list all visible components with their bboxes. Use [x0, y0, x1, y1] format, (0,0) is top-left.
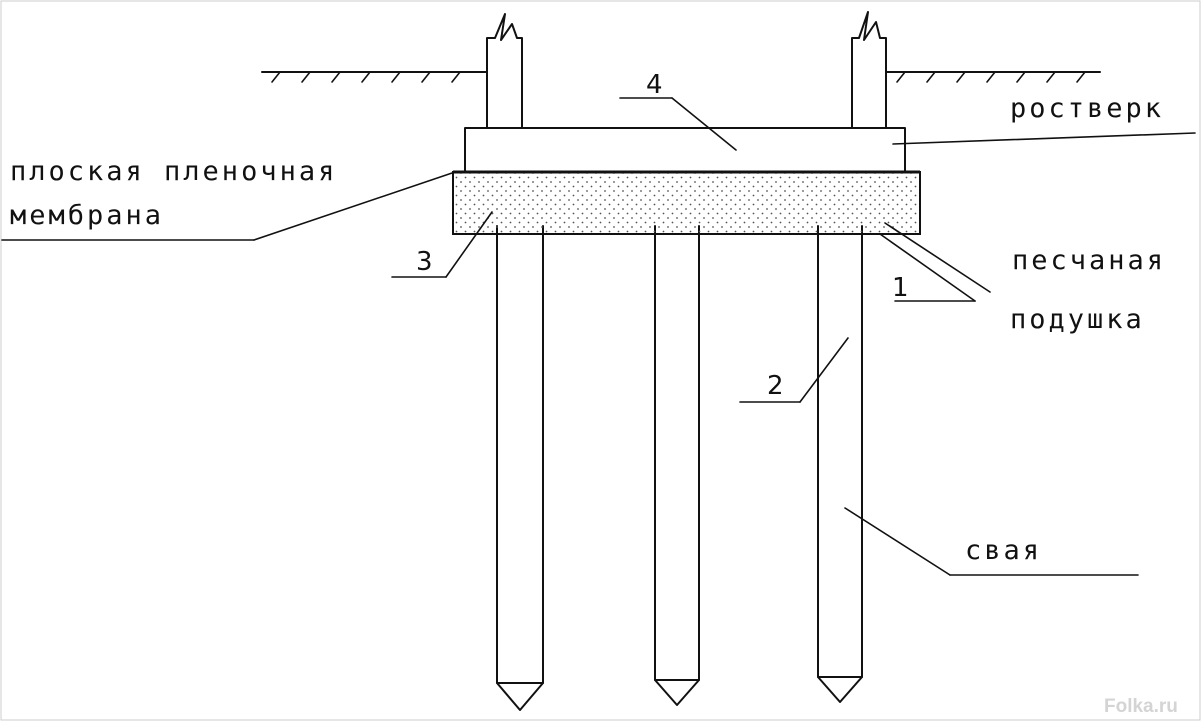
label-pile: свая [965, 535, 1042, 566]
label-sand-line1: песчаная [1012, 245, 1166, 276]
callout-number-3: 3 [416, 247, 433, 277]
callout-4 [619, 97, 737, 151]
pile-middle [654, 225, 700, 706]
callout-1 [879, 222, 991, 302]
label-sand-line2: подушка [1010, 304, 1145, 335]
leader-pile [844, 507, 1139, 576]
leader-membrane-d [253, 171, 456, 241]
wall-right [851, 11, 887, 129]
grillage-slab [464, 127, 906, 173]
callout-number-1: 1 [892, 273, 909, 303]
label-membrane-line1: плоская пленочная [10, 156, 337, 187]
ground-line-left [261, 71, 488, 83]
pile-right [817, 225, 863, 703]
wall-left [486, 13, 523, 129]
callout-number-4: 4 [646, 70, 663, 100]
callout-number-2: 2 [767, 371, 784, 401]
ground-line-right [885, 71, 1101, 83]
label-rostverk: ростверк [1010, 93, 1164, 124]
callout-2 [739, 337, 849, 403]
sand-cushion [452, 171, 921, 235]
label-membrane-line2: мембрана [10, 200, 164, 231]
pile-left [496, 225, 544, 711]
leader-rostverk [892, 132, 1196, 145]
watermark: Folka.ru [1104, 696, 1178, 717]
callout-3 [391, 211, 493, 278]
